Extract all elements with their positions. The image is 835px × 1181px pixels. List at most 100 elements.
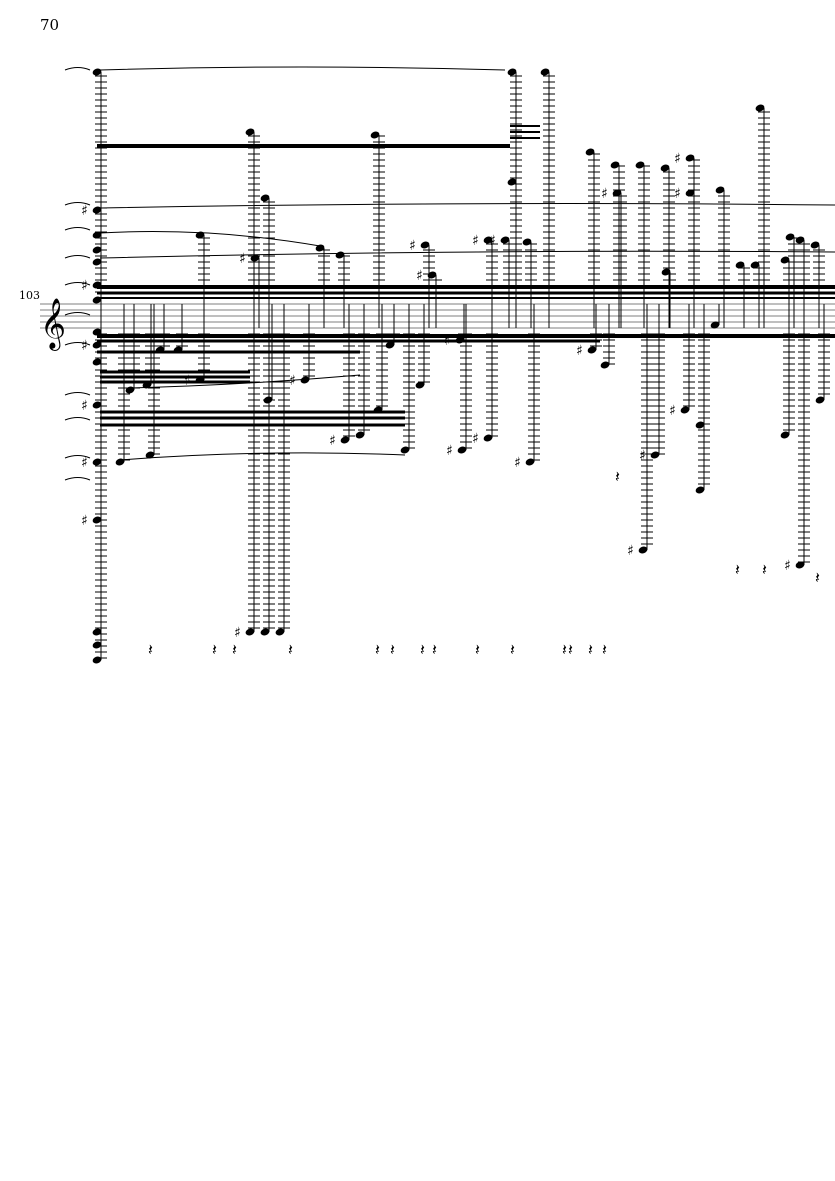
notehead bbox=[195, 376, 205, 384]
notehead bbox=[92, 231, 102, 239]
sharp-icon: ♯ bbox=[329, 433, 336, 449]
note bbox=[715, 186, 730, 328]
notehead bbox=[385, 341, 395, 349]
note bbox=[195, 231, 210, 328]
sharp-icon: ♯ bbox=[627, 543, 634, 559]
notehead bbox=[275, 628, 285, 636]
notehead bbox=[810, 241, 820, 249]
sharp-icon: ♯ bbox=[639, 448, 646, 464]
treble-clef-icon: 𝄞 bbox=[40, 298, 66, 351]
notehead bbox=[92, 401, 102, 409]
sharp-icon: ♯ bbox=[416, 268, 423, 284]
notehead bbox=[142, 381, 152, 389]
notehead bbox=[420, 241, 430, 249]
notehead bbox=[250, 254, 260, 262]
rests: 𝄽𝄽𝄽𝄽𝄽𝄽𝄽𝄽𝄽𝄽𝄽𝄽𝄽𝄽𝄽𝄽𝄽𝄽 bbox=[148, 467, 820, 659]
note bbox=[710, 304, 720, 329]
note: ♯ bbox=[81, 278, 107, 328]
tie bbox=[64, 67, 91, 71]
notehead bbox=[427, 271, 437, 279]
note bbox=[735, 261, 750, 328]
notehead bbox=[155, 346, 165, 354]
notehead bbox=[92, 656, 102, 664]
note bbox=[635, 161, 650, 328]
sharp-icon: ♯ bbox=[81, 278, 88, 294]
notehead bbox=[755, 104, 765, 112]
tie bbox=[119, 452, 406, 461]
rest-icon: 𝄽 bbox=[432, 640, 437, 659]
note: ♯ bbox=[669, 304, 695, 419]
note bbox=[400, 304, 415, 454]
note bbox=[335, 251, 350, 328]
beams bbox=[97, 125, 835, 427]
tie bbox=[64, 455, 91, 459]
note: ♯ bbox=[784, 304, 810, 574]
notehead bbox=[600, 361, 610, 369]
note bbox=[155, 304, 170, 354]
rest-icon: 𝄽 bbox=[602, 640, 607, 659]
notehead bbox=[483, 434, 493, 442]
note bbox=[815, 304, 830, 404]
note bbox=[810, 241, 825, 328]
tie bbox=[64, 392, 91, 396]
notehead bbox=[115, 458, 125, 466]
notehead bbox=[145, 451, 155, 459]
note bbox=[795, 236, 810, 328]
note bbox=[695, 304, 710, 429]
notehead bbox=[661, 268, 671, 276]
note: ♯ bbox=[329, 304, 355, 449]
tie bbox=[64, 227, 91, 231]
note: ♯ bbox=[239, 251, 265, 328]
rest-icon: 𝄽 bbox=[615, 467, 620, 486]
rest-icon: 𝄽 bbox=[148, 640, 153, 659]
note: ♯ bbox=[234, 304, 260, 641]
note: ♯ bbox=[601, 186, 627, 328]
sharp-icon: ♯ bbox=[472, 431, 479, 447]
rest-icon: 𝄽 bbox=[762, 560, 767, 579]
notehead bbox=[355, 431, 365, 439]
note bbox=[125, 304, 140, 394]
notehead bbox=[585, 148, 595, 156]
notehead bbox=[92, 258, 102, 266]
notehead bbox=[735, 261, 745, 269]
sharp-icon: ♯ bbox=[514, 455, 521, 471]
note bbox=[540, 68, 555, 328]
sharp-icon: ♯ bbox=[472, 233, 479, 249]
rest-icon: 𝄽 bbox=[212, 640, 217, 659]
note: ♯ bbox=[576, 304, 602, 359]
note: ♯ bbox=[289, 304, 315, 389]
note: ♯ bbox=[81, 203, 107, 328]
notehead bbox=[710, 321, 720, 329]
note: ♯ bbox=[674, 151, 700, 328]
sharp-icon: ♯ bbox=[81, 203, 88, 219]
notehead bbox=[300, 376, 310, 384]
sharp-icon: ♯ bbox=[239, 251, 246, 267]
notehead bbox=[507, 68, 517, 76]
note bbox=[780, 304, 795, 439]
notehead bbox=[415, 381, 425, 389]
tie bbox=[99, 203, 835, 209]
note bbox=[755, 104, 770, 328]
notehead bbox=[660, 164, 670, 172]
sharp-icon: ♯ bbox=[184, 373, 191, 389]
note: ♯ bbox=[514, 304, 540, 471]
tie bbox=[64, 255, 91, 259]
rest-icon: 𝄽 bbox=[390, 640, 395, 659]
note: ♯ bbox=[627, 304, 653, 559]
notehead bbox=[260, 194, 270, 202]
note bbox=[695, 304, 710, 494]
sharp-icon: ♯ bbox=[81, 513, 88, 529]
notehead bbox=[500, 236, 510, 244]
sharp-icon: ♯ bbox=[674, 151, 681, 167]
note bbox=[507, 178, 522, 328]
notehead bbox=[483, 236, 493, 244]
rest-icon: 𝄽 bbox=[232, 640, 237, 659]
tie bbox=[64, 417, 91, 421]
notehead bbox=[715, 186, 725, 194]
notehead bbox=[638, 546, 648, 554]
sharp-icon: ♯ bbox=[234, 625, 241, 641]
notehead bbox=[685, 189, 695, 197]
note: ♯ bbox=[184, 304, 210, 389]
note bbox=[275, 304, 290, 636]
notehead bbox=[815, 396, 825, 404]
